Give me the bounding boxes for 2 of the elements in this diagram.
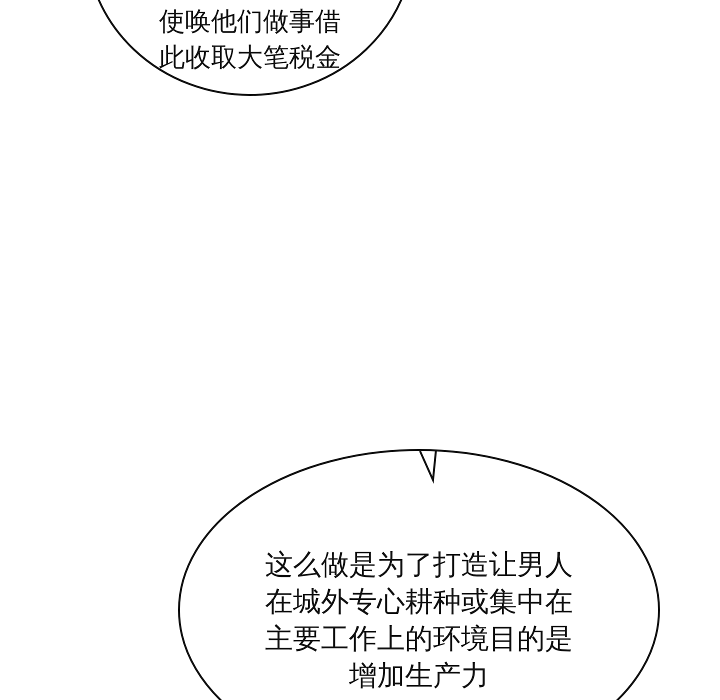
dialogue-text: 使唤他们做事借此收取大笔税金 [158, 6, 342, 75]
dialogue-text: 这么做是为了打造让男人在城外专心耕种或集中在主要工作上的环境目的是增加生产力 [264, 547, 574, 694]
